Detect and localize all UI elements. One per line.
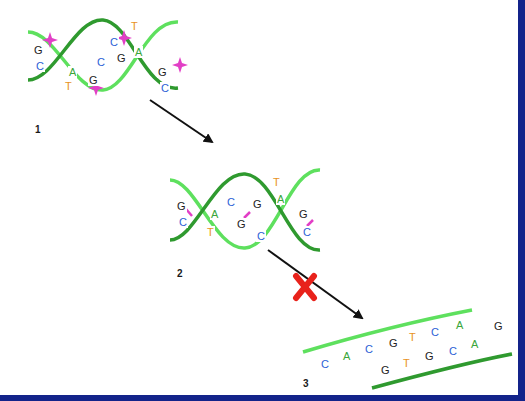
base-letter: T <box>64 80 73 92</box>
base-letter: G <box>298 208 309 220</box>
base-letter: A <box>342 350 351 362</box>
base-letter: G <box>33 44 44 56</box>
callout-number: 2 <box>176 268 184 280</box>
base-letter: C <box>256 230 266 242</box>
base-letter: G <box>116 52 127 64</box>
base-letter: A <box>68 66 77 78</box>
crosslinker-star <box>42 30 188 96</box>
base-letter: C <box>302 226 312 238</box>
base-letter: A <box>455 319 464 331</box>
base-letter: C <box>226 196 236 208</box>
crosslink-bond <box>186 209 313 226</box>
callout-number: 1 <box>34 124 42 136</box>
base-letter: T <box>206 226 215 238</box>
base-letter: C <box>448 345 458 357</box>
base-letter: G <box>236 218 247 230</box>
base-letter: C <box>178 216 188 228</box>
base-letter: T <box>408 331 417 343</box>
base-letter: T <box>402 357 411 369</box>
process-arrow <box>150 100 212 142</box>
process-arrow <box>268 250 362 318</box>
base-letter: C <box>109 36 119 48</box>
base-letter: A <box>210 208 219 220</box>
base-letter: A <box>470 338 479 350</box>
base-letter: G <box>388 337 399 349</box>
base-letter: C <box>35 60 45 72</box>
base-letter: G <box>157 66 168 78</box>
base-letter: G <box>252 198 263 210</box>
dna-strand <box>372 354 512 388</box>
base-letter: C <box>96 56 106 68</box>
dna-strand <box>28 20 178 88</box>
dna-strand <box>170 174 320 250</box>
base-letter: T <box>272 176 281 188</box>
base-letter: G <box>380 364 391 376</box>
base-letter: A <box>276 193 285 205</box>
base-letter: G <box>493 320 504 332</box>
base-letter: G <box>176 200 187 212</box>
base-letter: C <box>160 82 170 94</box>
base-letter: C <box>320 358 330 370</box>
base-letter: G <box>424 350 435 362</box>
base-letter: A <box>134 46 143 58</box>
base-letter: C <box>364 343 374 355</box>
base-letter: C <box>430 326 440 338</box>
callout-number: 3 <box>302 378 310 390</box>
dna-strand <box>303 310 472 352</box>
base-letter: G <box>88 74 99 86</box>
blocked-cross <box>296 276 314 298</box>
base-letter: T <box>130 20 139 32</box>
